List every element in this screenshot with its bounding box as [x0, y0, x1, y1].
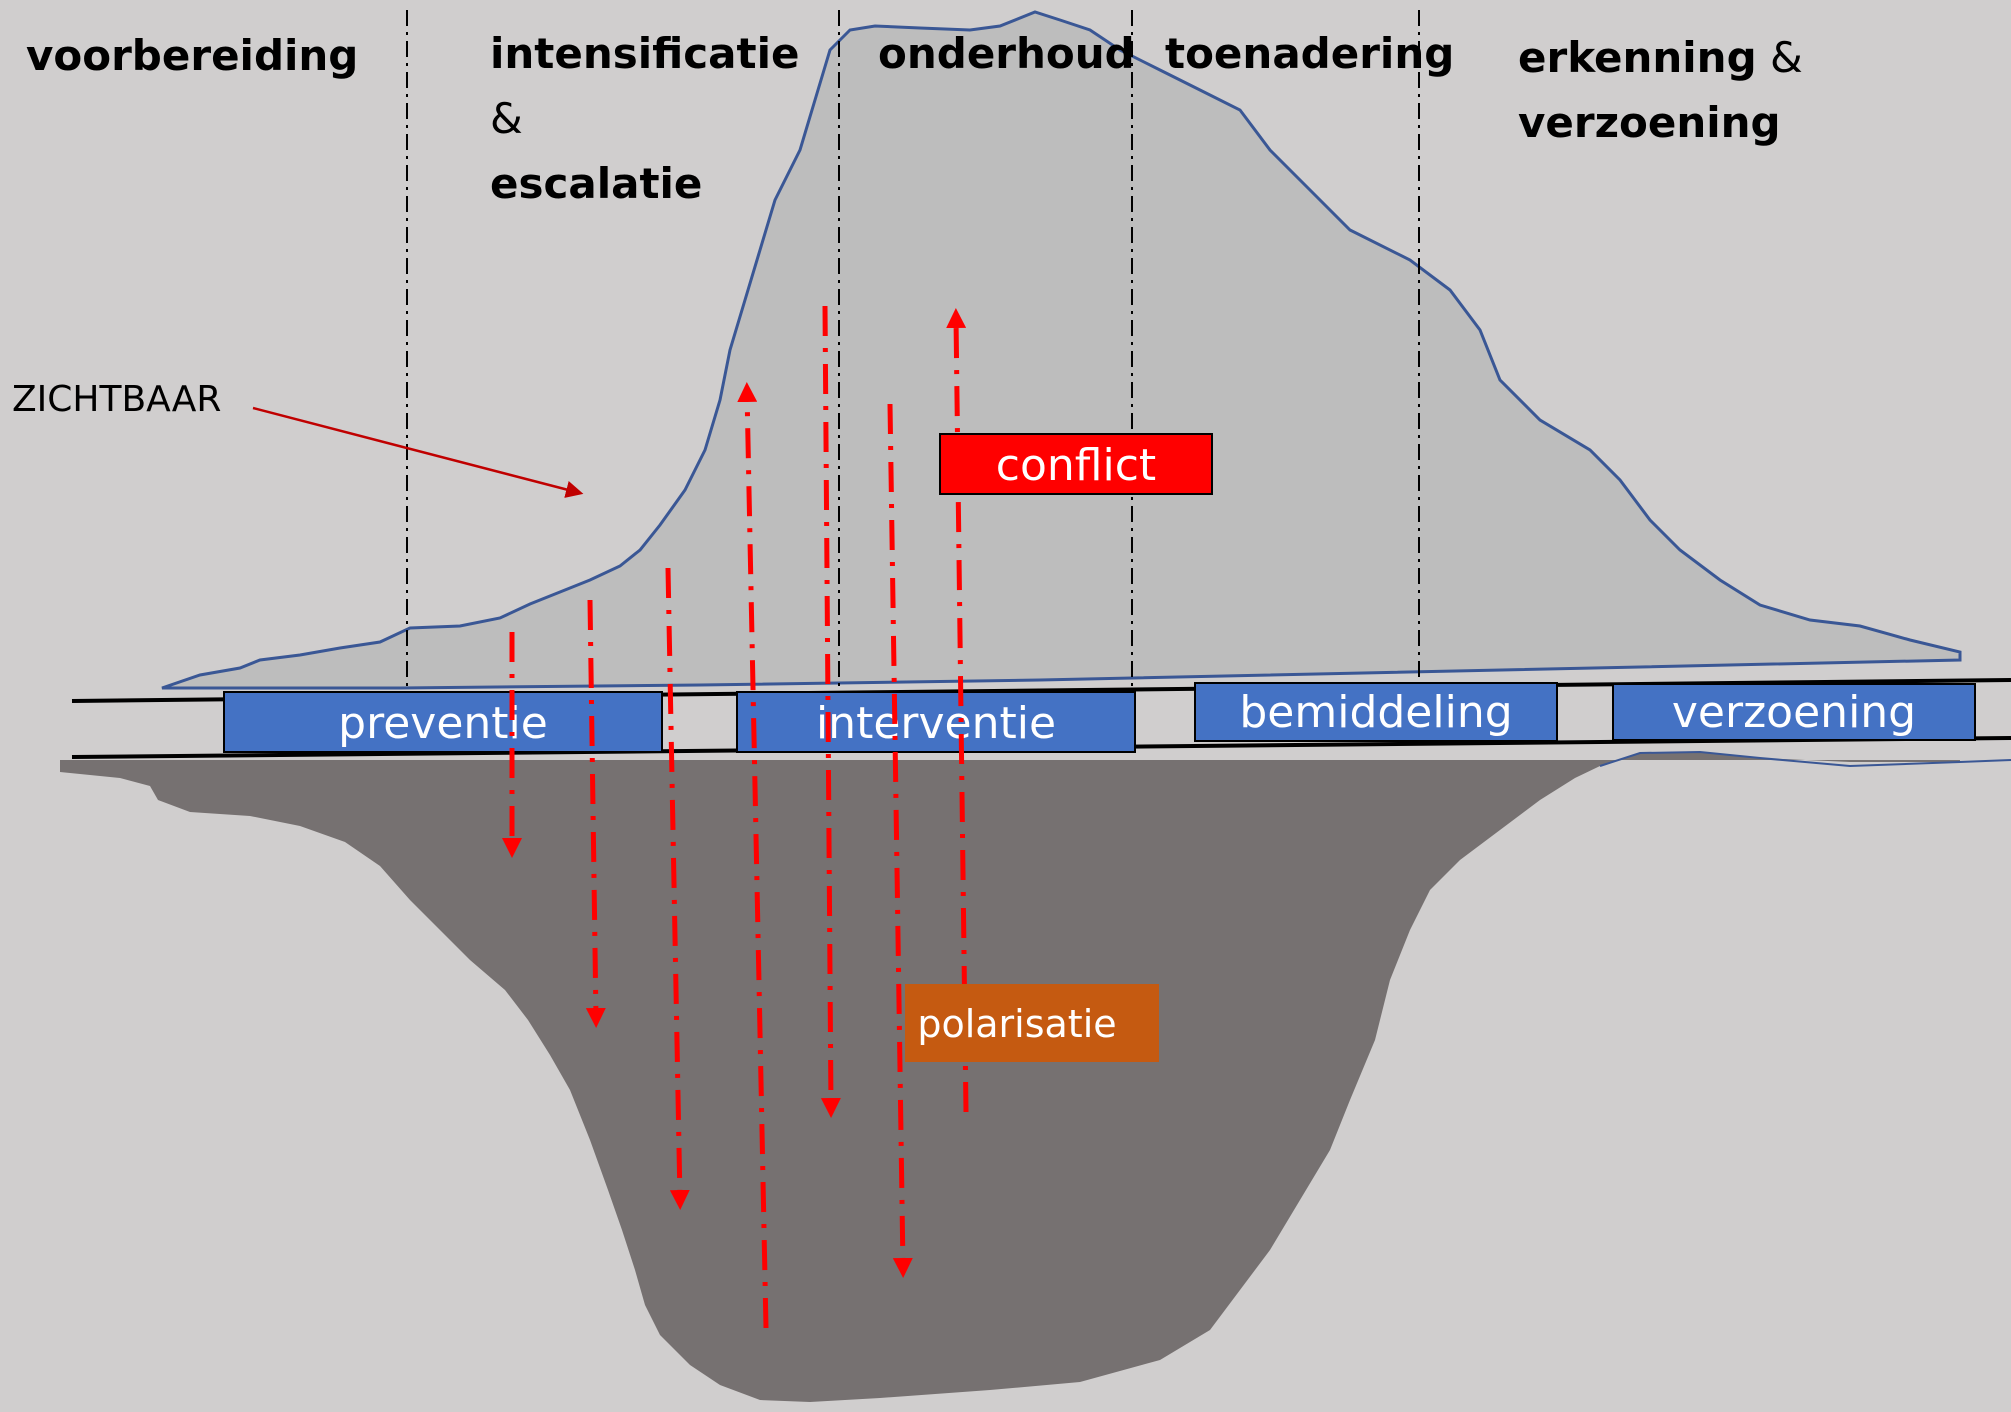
stage-label-interventie: interventie [816, 698, 1056, 749]
hidden-mass-right-outline [1599, 750, 2011, 768]
conflict-box [939, 433, 1213, 495]
phase-voorbereiding: voorbereiding [26, 31, 358, 80]
phase-ampersand: & [490, 94, 523, 143]
red-arrow-down [820, 305, 841, 1118]
phase-onderhoud: onderhoud [878, 29, 1135, 78]
red-arrow-up [737, 382, 769, 1329]
zichtbaar-arrow [252, 406, 584, 498]
zichtbaar-label: ZICHTBAAR [12, 379, 221, 420]
visible-mass [161, 10, 1962, 690]
hidden-mass [60, 752, 1960, 1402]
phase-verzoening: verzoening [1518, 98, 1781, 147]
stage-label-verzoening: verzoening [1672, 687, 1916, 738]
phase-escalatie: escalatie [490, 159, 702, 208]
conflict-label: conflict [996, 440, 1156, 491]
stage-boxes [223, 682, 1976, 753]
verzoening-box [1612, 683, 1976, 741]
phase-erkenning: erkenning [1518, 33, 1757, 82]
stage-label-preventie: preventie [338, 698, 548, 749]
red-arrow-down [665, 567, 690, 1210]
red-arrow-down [585, 599, 606, 1028]
phase-toenadering: toenadering [1165, 29, 1454, 78]
polarisatie-box [905, 984, 1159, 1062]
interventie-box [736, 691, 1136, 753]
bemiddeling-box [1194, 682, 1558, 742]
red-arrow-down [887, 403, 913, 1278]
phase-erkenning-ampersand: & [1757, 33, 1803, 82]
phase-erkenning-line: erkenning & [1518, 33, 1803, 82]
phase-intensificatie: intensificatie [490, 29, 799, 78]
stage-label-bemiddeling: bemiddeling [1239, 687, 1512, 738]
phase-dividers [406, 10, 1420, 692]
polarisatie-label: polarisatie [917, 1002, 1116, 1046]
